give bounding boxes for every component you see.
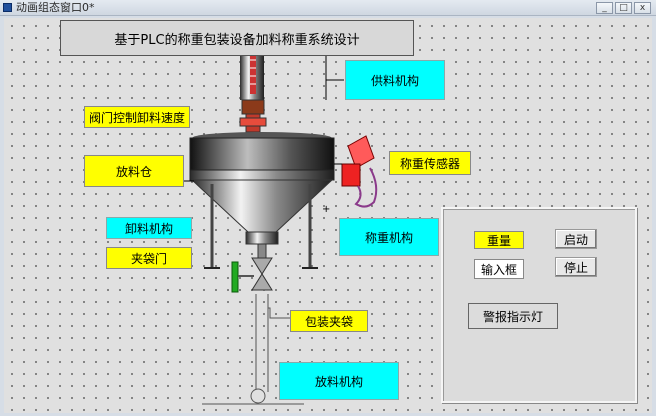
stop-button[interactable]: 停止 [555,257,597,277]
close-button[interactable]: x [634,2,651,14]
discharge-conveyor [202,294,304,405]
window-title: 动画组态窗口0* [16,1,95,14]
svg-text:+: + [322,204,330,215]
hopper-tank [184,132,335,269]
maximize-button[interactable]: □ [615,2,632,14]
label-unloading-mechanism: 卸料机构 [106,217,192,239]
title-bar: 动画组态窗口0* _ □ x [0,0,656,16]
label-valve-speed: 阀门控制卸料速度 [84,106,190,128]
alarm-indicator-label: 警报指示灯 [468,303,558,329]
label-discharge-mechanism: 放料机构 [279,362,399,400]
label-bag-clamp: 包装夹袋 [290,310,368,332]
weight-label: 重量 [474,231,524,249]
label-hopper: 放料仓 [84,155,184,187]
label-feeder: 供料机构 [345,60,445,100]
label-weighing-mechanism: 称重机构 [339,218,439,256]
discharge-valve-icon [239,99,267,133]
design-canvas[interactable]: + [4,18,652,413]
weight-input[interactable] [474,259,524,279]
weighing-sensor-icon: + [322,135,378,215]
control-panel: 重量 启动 停止 警报指示灯 [441,207,637,403]
label-weighing-sensor: 称重传感器 [389,151,471,175]
app-icon [3,3,12,12]
minimize-button[interactable]: _ [596,2,613,14]
label-bag-gate: 夹袋门 [106,247,192,269]
start-button[interactable]: 启动 [555,229,597,249]
page-title: 基于PLC的称重包装设备加料称重系统设计 [60,20,414,56]
bag-clamp-valve-icon [231,243,273,293]
